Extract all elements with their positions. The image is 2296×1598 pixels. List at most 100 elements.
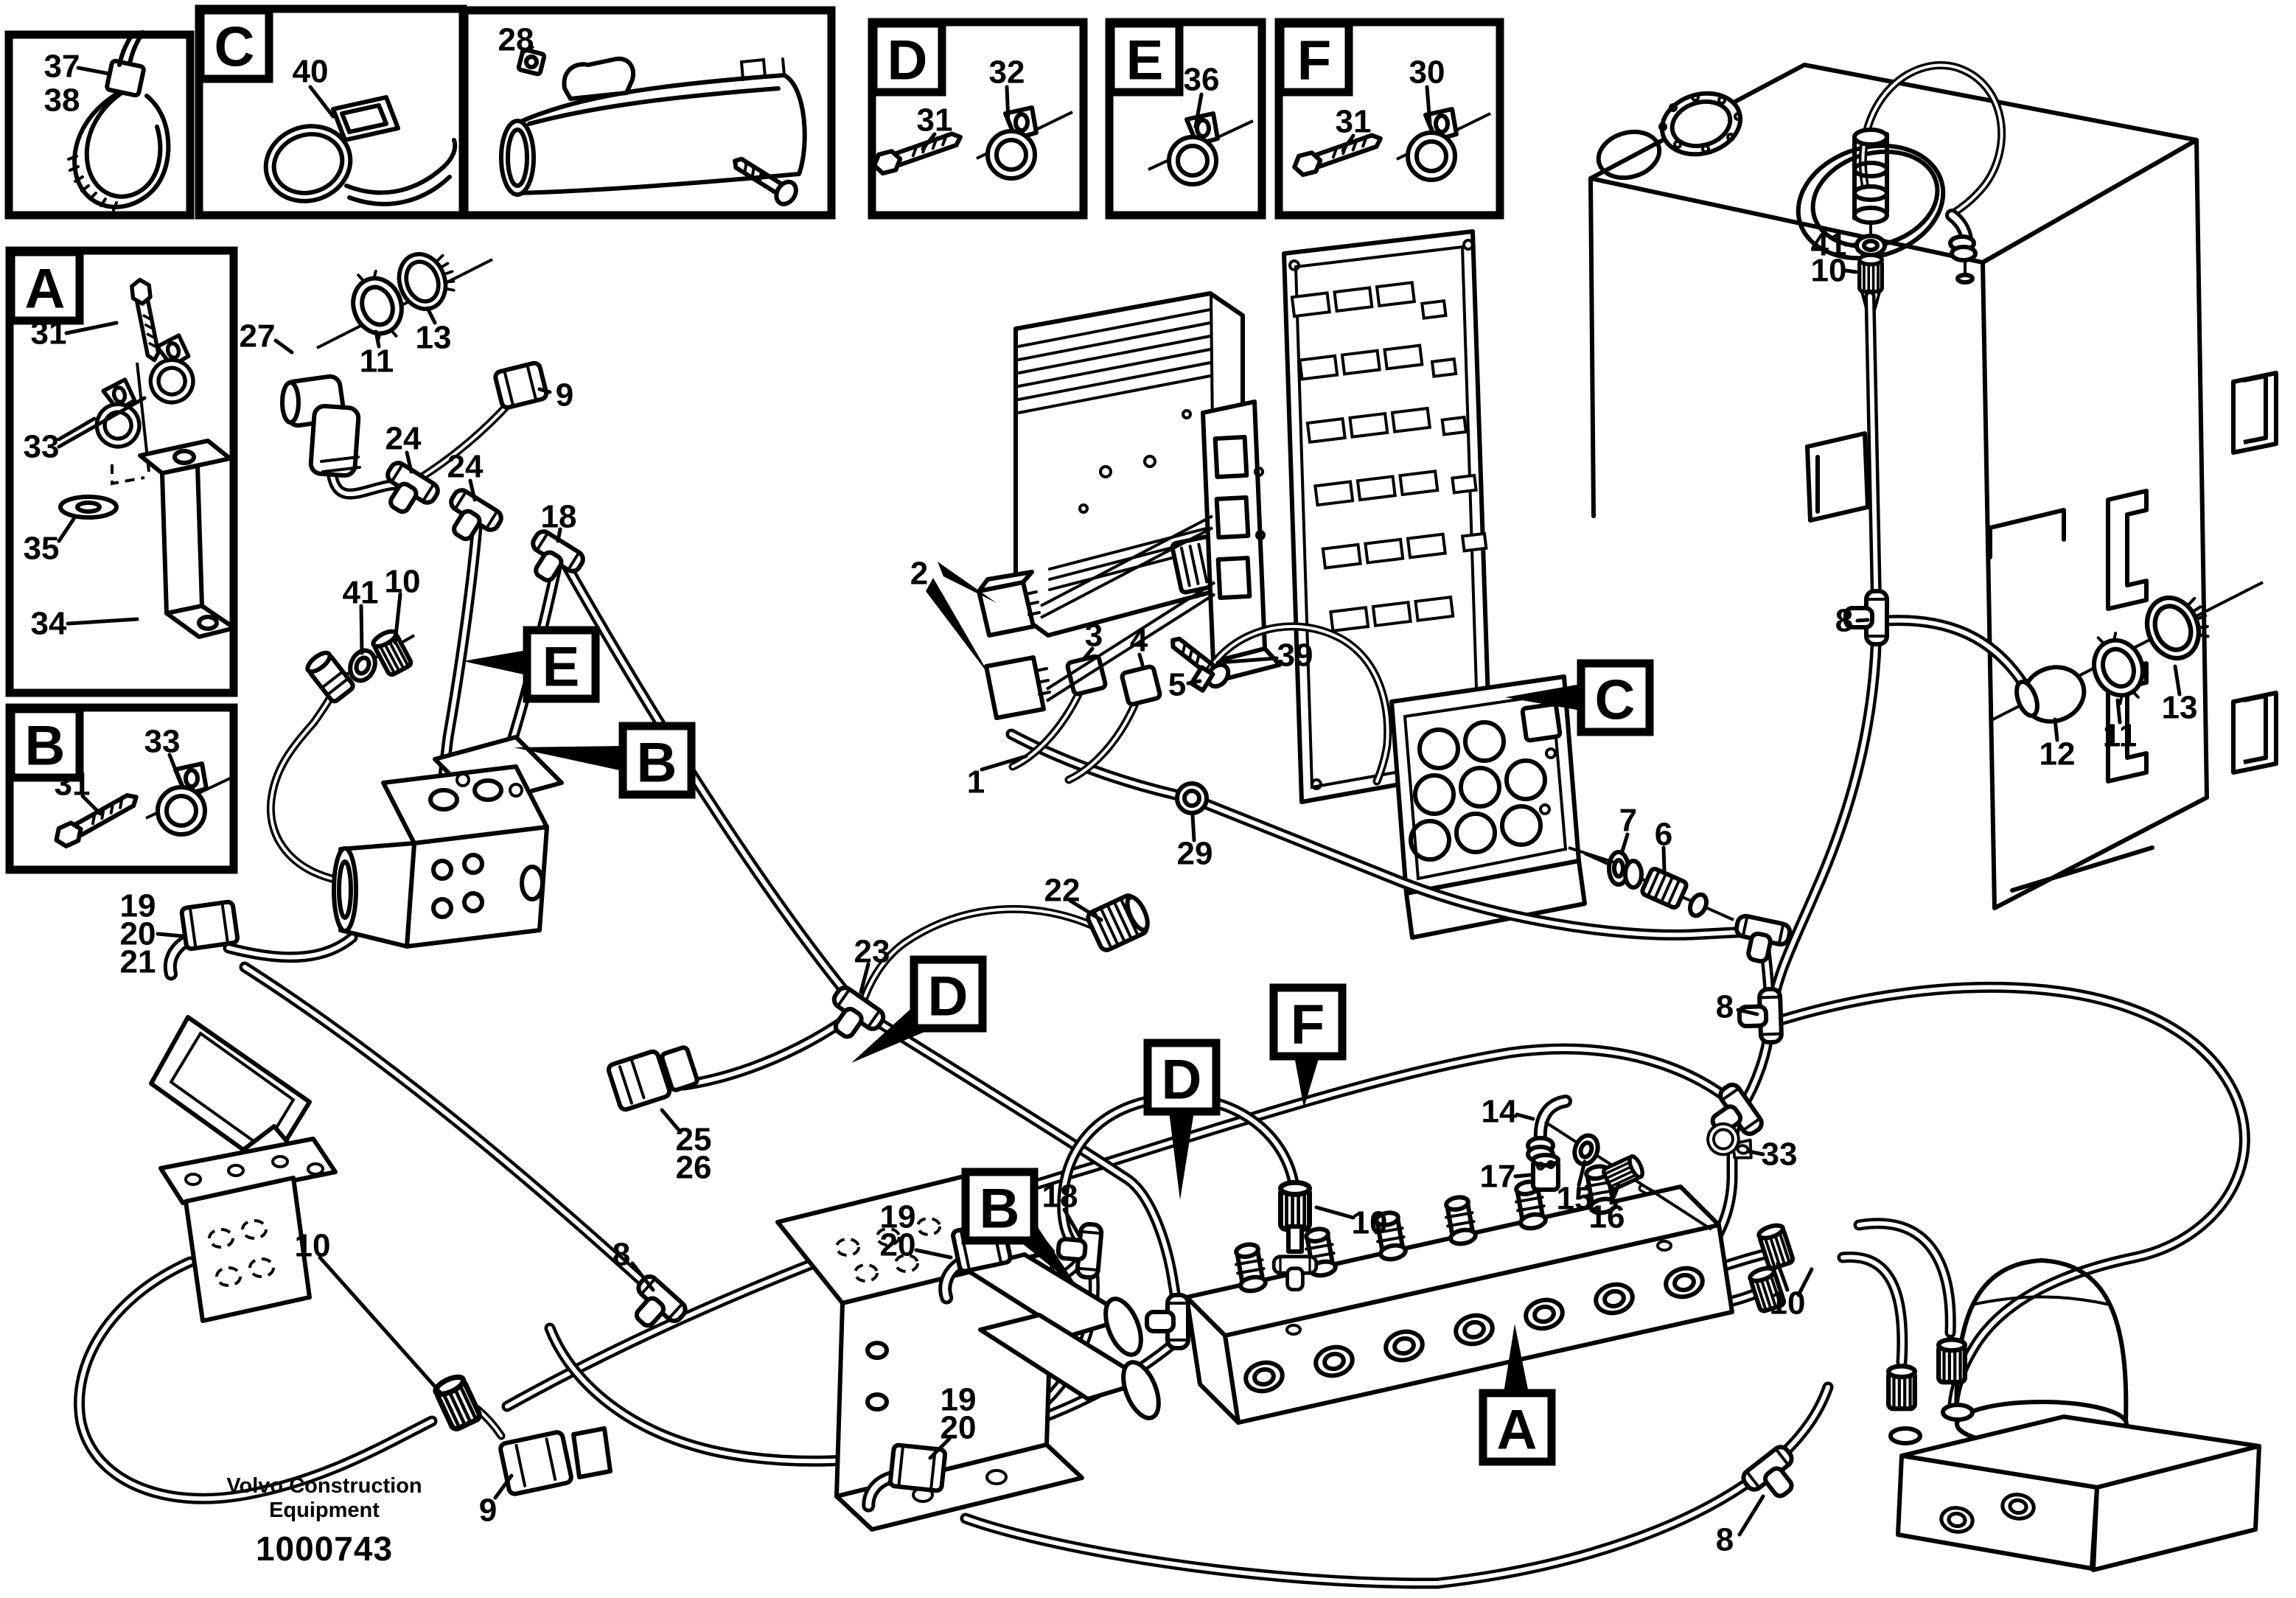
svg-text:E: E [1126, 29, 1164, 92]
leader-line [537, 387, 552, 394]
nut-16 [1602, 1154, 1645, 1190]
part-callout-27: 27 [240, 318, 276, 355]
part-callout-33: 33 [1762, 1137, 1798, 1173]
tank [1588, 63, 2278, 910]
part-callout-19: 19 [941, 1382, 977, 1418]
leader-line [1425, 85, 1432, 126]
part-callout-37: 37 [44, 49, 80, 85]
valve-block [332, 735, 564, 949]
part-callout-38: 38 [44, 83, 80, 119]
part-callout-26: 26 [676, 1150, 712, 1186]
letter-tag-E: E [523, 626, 600, 703]
svg-text:E: E [542, 636, 580, 699]
leader-line [273, 338, 294, 355]
screw-39 [1170, 636, 1231, 689]
part-callout-31: 31 [1336, 104, 1372, 140]
leader-line [556, 527, 562, 543]
part-callout-31: 31 [917, 102, 953, 139]
figure-footer: Volvo Construction Equipment 1000743 [220, 1474, 429, 1569]
cable-tie-art [67, 30, 171, 212]
leader-line [425, 306, 437, 325]
leader-line [156, 932, 185, 938]
leader-line [57, 517, 76, 543]
part-callout-10: 10 [1811, 253, 1847, 289]
leader-line [1215, 656, 1279, 665]
svg-text:D: D [887, 29, 928, 92]
part-callout-10: 10 [385, 564, 421, 600]
letter-tag-B: B [7, 705, 84, 782]
part-callout-8: 8 [1716, 1522, 1734, 1558]
letter-tag-B: B [618, 722, 696, 799]
part-callout-32: 32 [989, 55, 1025, 91]
part-callout-41: 41 [343, 575, 379, 611]
fitting-10-pedal [433, 1374, 481, 1431]
leader-line [468, 478, 477, 502]
leader-line [308, 85, 335, 119]
leader-line [1186, 679, 1202, 685]
box-a-art [58, 280, 237, 639]
leader-line [520, 45, 534, 55]
connector-25-26 [606, 1045, 699, 1112]
part-callout-9: 9 [479, 1493, 497, 1529]
leader-line [1068, 899, 1103, 922]
leader-line [1577, 1159, 1587, 1187]
svg-text:F: F [1297, 29, 1331, 92]
letter-tag-F: F [1269, 983, 1347, 1061]
connector-22 [1086, 893, 1150, 952]
leader-line [1515, 1112, 1535, 1121]
leader-line [167, 753, 181, 779]
leader-line [980, 754, 1028, 772]
part-callout-12: 12 [2039, 736, 2076, 772]
part-callout-17: 17 [1480, 1159, 1516, 1195]
ecu-bracket [1201, 400, 1282, 680]
part-callout-18: 18 [541, 499, 577, 535]
part-callout-8: 8 [1716, 989, 1734, 1025]
leader-line [1513, 1173, 1532, 1179]
part-callout-23: 23 [854, 934, 890, 970]
sensor-connector [305, 629, 415, 704]
accumulator-block [1888, 1258, 2261, 1572]
strap-clamp-art [263, 95, 458, 206]
leader-line [374, 329, 381, 349]
oring-41-tank [1854, 234, 1887, 257]
letter-tag-D: D [869, 19, 946, 97]
leader-line [66, 617, 139, 626]
part-callout-21: 21 [120, 944, 156, 980]
leader-line [1005, 85, 1011, 125]
leader-line [57, 396, 147, 449]
leader-line [1796, 1267, 1814, 1297]
part-callout-24: 24 [447, 449, 484, 485]
part-callout-8: 8 [613, 1237, 630, 1273]
nut-6 [1688, 892, 1709, 918]
leader-line [1737, 1494, 1765, 1537]
letter-tag-E: E [1106, 19, 1184, 97]
part-callout-33: 33 [24, 429, 60, 465]
part-callout-22: 22 [1044, 873, 1081, 909]
leader-line [493, 1473, 514, 1500]
leader-line [928, 1437, 952, 1460]
fitting-10-tank [1860, 255, 1882, 292]
part-callout-6: 6 [1655, 817, 1672, 853]
keypad-panel [1389, 674, 1587, 940]
part-callout-10: 10 [1770, 1285, 1806, 1322]
letter-tag-A: A [1479, 1389, 1556, 1466]
part-callout-33: 33 [144, 724, 181, 760]
part-callout-39: 39 [1277, 638, 1313, 674]
part-callout-5: 5 [1168, 667, 1186, 703]
part-callout-19: 19 [120, 888, 156, 924]
leader-line [1083, 646, 1095, 660]
leader-line [630, 1261, 655, 1292]
letter-tag-C: C [196, 6, 273, 83]
leader-line [1619, 832, 1630, 856]
leader-line [76, 66, 111, 76]
bracket-valve-assembly [775, 1168, 1161, 1532]
part-callout-28: 28 [498, 22, 534, 58]
part-callout-10: 10 [295, 1228, 331, 1264]
letter-tag-F: F [1276, 19, 1353, 97]
leader-line [914, 1248, 953, 1260]
leader-line [1843, 268, 1858, 274]
part-callout-13: 13 [416, 320, 452, 356]
svg-text:D: D [1162, 1049, 1202, 1112]
